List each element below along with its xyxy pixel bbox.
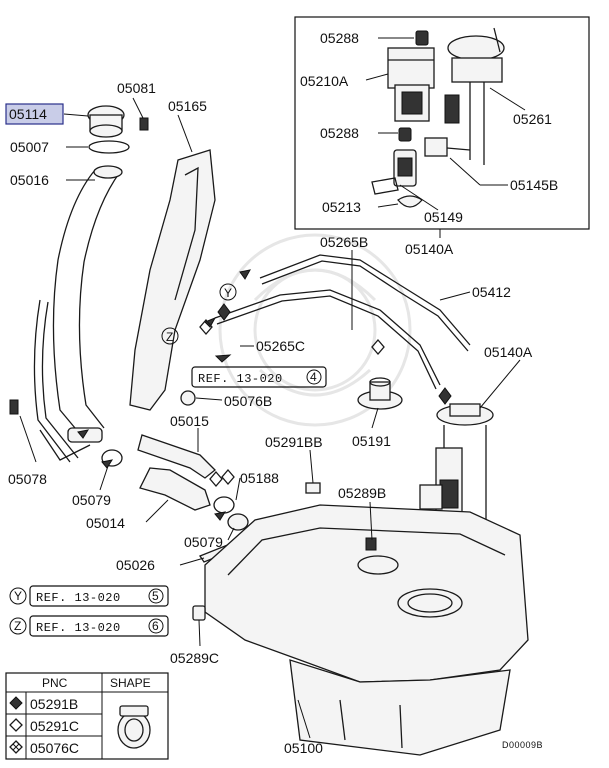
legend-col-pnc: PNC xyxy=(42,676,68,690)
label-05288-mid: 05288 xyxy=(320,125,359,141)
cap-tether-bolt xyxy=(139,117,149,131)
svg-text:Z: Z xyxy=(166,330,173,344)
fill-hose-05014 xyxy=(139,467,211,511)
fuel-tank xyxy=(204,504,529,756)
bolt xyxy=(9,399,19,415)
clamp-shape-icon xyxy=(117,705,151,749)
z-marker-hose: Z xyxy=(161,327,179,345)
svg-text:REF. 13-020: REF. 13-020 xyxy=(36,621,121,635)
pump-assembly-05140A xyxy=(419,403,494,525)
y-marker-hose: Y xyxy=(219,283,237,301)
label-05076B: 05076B xyxy=(224,393,272,409)
watermark xyxy=(218,233,412,427)
label-05265B: 05265B xyxy=(320,234,368,250)
label-05149: 05149 xyxy=(424,209,463,225)
filler-neck xyxy=(33,165,123,463)
label-05114: 05114 xyxy=(9,106,47,122)
rollover-valve-05191 xyxy=(357,377,403,410)
legend-table: PNC SHAPE 05291B 05291C 05076C xyxy=(5,672,169,760)
legend-row-3: 05076C xyxy=(30,740,79,756)
pump-inset-frame xyxy=(294,16,590,230)
fuel-pump xyxy=(393,149,417,187)
label-05210A: 05210A xyxy=(300,73,349,89)
grommet-05076B xyxy=(180,390,196,406)
label-05291BB: 05291BB xyxy=(265,434,323,450)
label-05100: 05100 xyxy=(284,740,323,756)
label-05145B: 05145B xyxy=(510,177,558,193)
label-05014: 05014 xyxy=(86,515,125,531)
label-05026: 05026 xyxy=(116,557,155,573)
svg-text:Y: Y xyxy=(224,286,232,300)
label-05191: 05191 xyxy=(352,433,391,449)
label-05015: 05015 xyxy=(170,413,209,429)
filler-shield xyxy=(129,149,216,411)
diamond-filled-icon xyxy=(9,696,23,710)
vent-hose-05265B xyxy=(259,254,471,352)
harness-connector xyxy=(424,137,471,157)
label-05078: 05078 xyxy=(8,471,47,487)
svg-text:Y: Y xyxy=(14,589,22,603)
ref-13-020-5[interactable]: Y REF. 13-020 5 xyxy=(9,585,169,607)
legend-col-shape: SHAPE xyxy=(110,676,151,690)
neck-bracket xyxy=(39,427,103,461)
connection-arrows xyxy=(77,269,251,521)
label-05412: 05412 xyxy=(472,284,511,300)
label-05288-top: 05288 xyxy=(320,30,359,46)
svg-text:4: 4 xyxy=(310,370,317,384)
label-05213: 05213 xyxy=(322,199,361,215)
drain-plug-05289C xyxy=(192,605,206,621)
filler-gasket xyxy=(88,140,130,154)
shape-markers xyxy=(199,303,452,487)
filler-cap xyxy=(87,105,125,138)
clip-05291BB xyxy=(305,482,321,494)
label-05289B: 05289B xyxy=(338,485,386,501)
svg-text:6: 6 xyxy=(152,619,159,633)
filter-cap-mid xyxy=(398,127,412,142)
label-05261: 05261 xyxy=(513,111,552,127)
leader-lines xyxy=(19,37,526,739)
diamond-hatched-icon xyxy=(9,740,23,754)
svg-text:REF. 13-020: REF. 13-020 xyxy=(198,372,283,386)
svg-text:REF. 13-020: REF. 13-020 xyxy=(36,591,121,605)
label-05140A: 05140A xyxy=(484,344,533,360)
ref-13-020-6[interactable]: Z REF. 13-020 6 xyxy=(9,615,169,637)
ref-13-020-4[interactable]: REF. 13-020 4 xyxy=(191,366,327,388)
label-05081: 05081 xyxy=(117,80,156,96)
label-05165: 05165 xyxy=(168,98,207,114)
filter-cap-top xyxy=(415,30,429,46)
label-05140A-inset: 05140A xyxy=(405,241,454,257)
legend-row-1: 05291B xyxy=(30,696,78,712)
fill-hose-05015 xyxy=(137,434,216,479)
fuel-pump-module xyxy=(387,47,435,122)
label-05016: 05016 xyxy=(10,172,49,188)
diagram-code: D00009B xyxy=(502,740,543,750)
label-05079-b: 05079 xyxy=(184,534,223,550)
label-05188: 05188 xyxy=(240,470,279,486)
label-05079-a: 05079 xyxy=(72,492,111,508)
label-05007: 05007 xyxy=(10,139,49,155)
label-05289C: 05289C xyxy=(170,650,219,666)
label-05265C: 05265C xyxy=(256,338,305,354)
svg-text:Z: Z xyxy=(14,619,21,633)
highlight-box xyxy=(5,103,64,125)
sender-unit xyxy=(444,27,505,165)
part-labels: 05288 05210A 05261 05288 05145B 05213 05… xyxy=(5,30,558,756)
svg-text:5: 5 xyxy=(152,589,159,603)
vent-hose-05265C xyxy=(214,289,441,390)
legend-row-2: 05291C xyxy=(30,718,79,734)
diamond-outline-icon xyxy=(9,718,23,732)
